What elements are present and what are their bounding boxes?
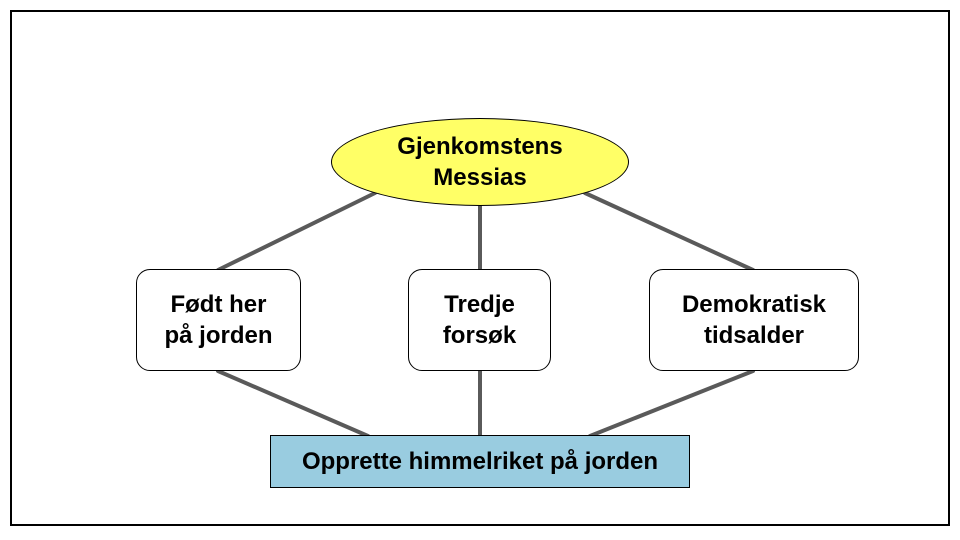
top-node-ellipse: Gjenkomstens Messias [331,118,629,206]
middle-node-right: Demokratisk tidsalder [649,269,859,371]
middle-node-center: Tredje forsøk [408,269,551,371]
bottom-node-label: Opprette himmelriket på jorden [301,448,659,475]
connector-right-bottom [588,369,755,438]
connector-left-bottom [216,369,370,438]
bottom-node: Opprette himmelriket på jorden [270,435,690,488]
connector-top-left [216,191,377,272]
top-node-label: Gjenkomstens Messias [397,133,563,191]
middle-node-center-label: Tredje forsøk [442,291,517,349]
middle-node-left-label: Født her på jorden [164,291,273,349]
middle-node-right-label: Demokratisk tidsalder [681,291,827,349]
middle-node-left: Født her på jorden [136,269,301,371]
connector-top-right [583,191,755,272]
